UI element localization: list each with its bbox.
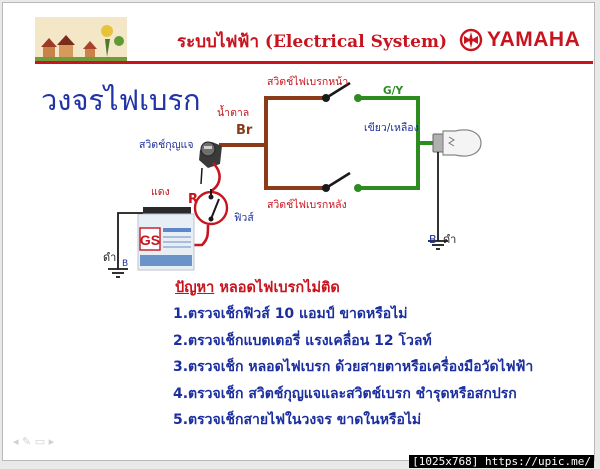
black-ground-wire <box>117 212 143 269</box>
step-item: 1.ตรวจเช็กฟิวส์ 10 แอมป์ ขาดหรือไม่ <box>173 306 408 322</box>
battery-image: GS <box>137 207 195 271</box>
rear-brake-switch-symbol <box>322 171 362 192</box>
yamaha-logo-icon <box>459 28 483 52</box>
header-title: ระบบไฟฟ้า (Electrical System) <box>177 32 447 52</box>
brand-text: YAMAHA <box>487 28 581 51</box>
problem-text: หลอดไฟเบรกไม่ติด <box>214 280 340 296</box>
step-item: 4.ตรวจเช็ก สวิตช์กุญแจและสวิตช์เบรก ชำรุ… <box>173 385 517 402</box>
ground-symbol-right <box>428 240 448 250</box>
brown-wiring <box>219 96 325 190</box>
problem-prefix: ปัญหา <box>175 280 215 296</box>
diagram-title: วงจรไฟเบรก <box>41 83 201 117</box>
pen-icon[interactable]: ✎ <box>22 435 32 448</box>
ground-left-label: ดำ <box>103 251 117 264</box>
red-wiring <box>181 162 221 247</box>
ground-symbol-left <box>108 268 128 278</box>
r-wire-code: R <box>188 192 199 207</box>
battery-brand-text: GS <box>140 232 160 248</box>
brake-bulb-image <box>432 129 482 157</box>
prev-arrow-icon[interactable]: ◂ <box>13 435 19 448</box>
slideshow-controls[interactable]: ◂ ✎ ▭ ▸ <box>13 435 54 448</box>
red-wire-label: แดง <box>151 186 170 198</box>
next-arrow-icon[interactable]: ▸ <box>48 435 55 448</box>
brake-light-circuit: GS <box>108 81 482 278</box>
problem-heading: ปัญหา หลอดไฟเบรกไม่ติด <box>175 276 340 299</box>
troubleshooting-steps: 1.ตรวจเช็กฟิวส์ 10 แอมป์ ขาดหรือไม่ 2.ตร… <box>173 303 533 436</box>
slide: ระบบไฟฟ้า (Electrical System) YAMAHA วงจ… <box>2 2 595 461</box>
rear-brake-switch-label: สวิตช์ไฟเบรกหลัง <box>267 199 347 211</box>
menu-icon[interactable]: ▭ <box>34 435 46 448</box>
step-item: 2.ตรวจเช็กแบตเตอรี่ แรงเคลื่อน 12 โวลท์ <box>173 332 432 349</box>
ground-right-label: ดำ <box>443 233 457 246</box>
front-brake-switch-symbol <box>322 81 362 102</box>
brown-wire-label: น้ำตาล <box>217 107 250 119</box>
step-item: 3.ตรวจเช็ก หลอดไฟเบรก ด้วยสายตาหรือเครื่… <box>173 359 534 375</box>
key-switch-label: สวิตช์กุญแจ <box>139 139 194 151</box>
ground-left-b: B <box>122 259 129 269</box>
yamaha-brand: YAMAHA <box>459 27 580 53</box>
fuse-symbol <box>193 189 229 226</box>
green-yellow-wire-label: เขียว/เหลือง <box>364 122 419 134</box>
fuse-label: ฟิวส์ <box>234 212 254 224</box>
br-wire-code: Br <box>236 123 253 138</box>
ground-right-b: B <box>429 233 437 246</box>
step-item: 5.ตรวจเช็กสายไฟในวงจร ขาดในหรือไม่ <box>173 412 422 428</box>
gy-wire-code: G/Y <box>383 85 404 97</box>
slide-header: ระบบไฟฟ้า (Electrical System) YAMAHA <box>35 17 593 64</box>
key-switch-image <box>199 141 222 185</box>
header-illustration <box>35 17 127 61</box>
green-yellow-wiring <box>358 96 437 190</box>
watermark: [1025x768] https://upic.me/ <box>409 455 594 468</box>
front-brake-switch-label: สวิตช์ไฟเบรกหน้า <box>267 76 349 88</box>
